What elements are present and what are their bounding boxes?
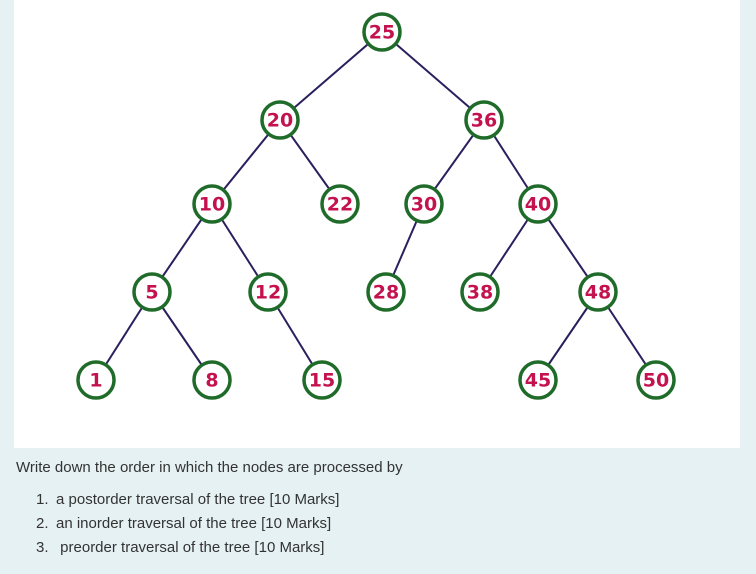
tree-node-1: 1 xyxy=(76,360,116,400)
tree-node-25: 25 xyxy=(362,12,402,52)
binary-tree-diagram: 25 20 36 10 22 30 40 5 12 28 38 48 1 8 15 45 50 xyxy=(76,12,676,400)
tree-node-label: 1 xyxy=(89,370,102,392)
task-text: preorder traversal of the tree [10 Marks… xyxy=(56,539,325,556)
tree-node-45: 45 xyxy=(518,360,558,400)
task-number: 1. xyxy=(36,491,49,508)
tree-node-circle xyxy=(518,184,558,224)
tree-node-label: 36 xyxy=(471,110,497,132)
tree-node-8: 8 xyxy=(192,360,232,400)
tree-node-circle xyxy=(320,184,360,224)
task-text: an inorder traversal of the tree [10 Mar… xyxy=(56,515,332,532)
tree-node-circle xyxy=(192,360,232,400)
tree-diagram-panel: 25 20 36 10 22 30 40 5 12 28 38 48 1 8 15 45 50 xyxy=(14,0,740,448)
tree-node-circle xyxy=(302,360,342,400)
task-number: 3. xyxy=(36,539,49,556)
task-item-inorder: 2. an inorder traversal of the tree [10 … xyxy=(16,514,736,534)
task-number: 2. xyxy=(36,515,49,532)
tree-node-label: 20 xyxy=(267,110,293,132)
tree-edge-n25-n20 xyxy=(279,31,383,121)
tree-node-label: 8 xyxy=(205,370,218,392)
tree-node-label: 15 xyxy=(309,370,335,392)
tree-node-5: 5 xyxy=(132,272,172,312)
tree-node-circle xyxy=(636,360,676,400)
tree-node-label: 45 xyxy=(525,370,551,392)
question-intro: Write down the order in which the nodes … xyxy=(16,459,403,476)
tree-node-circle xyxy=(578,272,618,312)
tree-node-circle xyxy=(248,272,288,312)
tree-node-20: 20 xyxy=(260,100,300,140)
tree-node-circle xyxy=(192,184,232,224)
tree-node-30: 30 xyxy=(404,184,444,224)
task-item-preorder: 3. preorder traversal of the tree [10 Ma… xyxy=(16,538,736,558)
tree-nodes: 25 20 36 10 22 30 40 5 12 28 38 48 1 8 15 45 50 xyxy=(76,12,676,400)
tree-node-38: 38 xyxy=(460,272,500,312)
tree-node-label: 40 xyxy=(525,194,551,216)
tree-edges xyxy=(95,31,657,381)
tree-node-circle xyxy=(366,272,406,312)
tree-node-circle xyxy=(132,272,172,312)
tree-edge-n25-n36 xyxy=(381,31,485,121)
tree-node-22: 22 xyxy=(320,184,360,224)
tree-node-label: 22 xyxy=(327,194,353,216)
tree-node-circle xyxy=(460,272,500,312)
task-text: a postorder traversal of the tree [10 Ma… xyxy=(56,491,340,508)
tree-node-15: 15 xyxy=(302,360,342,400)
tree-node-label: 28 xyxy=(373,282,399,304)
tree-node-circle xyxy=(362,12,402,52)
tree-node-circle xyxy=(260,100,300,140)
tree-node-label: 38 xyxy=(467,282,493,304)
tree-node-12: 12 xyxy=(248,272,288,312)
tree-node-label: 30 xyxy=(411,194,437,216)
tree-node-label: 5 xyxy=(145,282,158,304)
tree-node-circle xyxy=(404,184,444,224)
tree-node-48: 48 xyxy=(578,272,618,312)
tree-node-10: 10 xyxy=(192,184,232,224)
task-item-postorder: 1. a postorder traversal of the tree [10… xyxy=(16,490,736,510)
tree-node-28: 28 xyxy=(366,272,406,312)
tree-node-36: 36 xyxy=(464,100,504,140)
question-block: Write down the order in which the nodes … xyxy=(16,458,736,562)
tree-node-label: 50 xyxy=(643,370,669,392)
tree-node-circle xyxy=(76,360,116,400)
tree-node-50: 50 xyxy=(636,360,676,400)
task-list: 1. a postorder traversal of the tree [10… xyxy=(16,490,736,558)
tree-node-label: 48 xyxy=(585,282,611,304)
tree-node-label: 10 xyxy=(199,194,225,216)
tree-node-label: 25 xyxy=(369,22,395,44)
tree-node-circle xyxy=(518,360,558,400)
tree-node-circle xyxy=(464,100,504,140)
tree-node-40: 40 xyxy=(518,184,558,224)
tree-node-label: 12 xyxy=(255,282,281,304)
